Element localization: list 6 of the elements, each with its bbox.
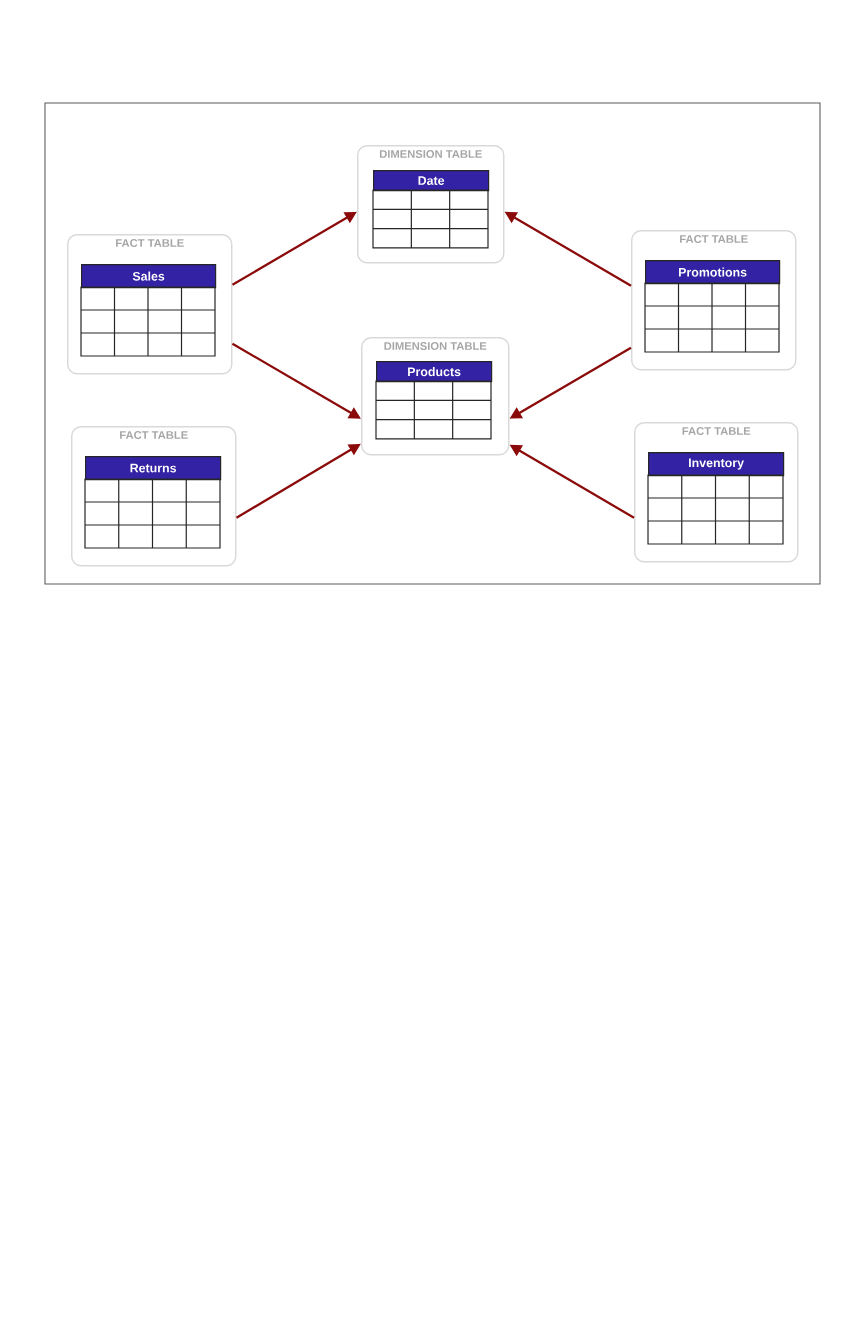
data-table: Inventory (647, 452, 785, 545)
data-table: Promotions (644, 260, 781, 353)
data-table: Sales (80, 264, 217, 357)
data-table: Returns (84, 456, 222, 549)
data-table: Date (372, 170, 490, 249)
data-table: Products (375, 361, 493, 440)
